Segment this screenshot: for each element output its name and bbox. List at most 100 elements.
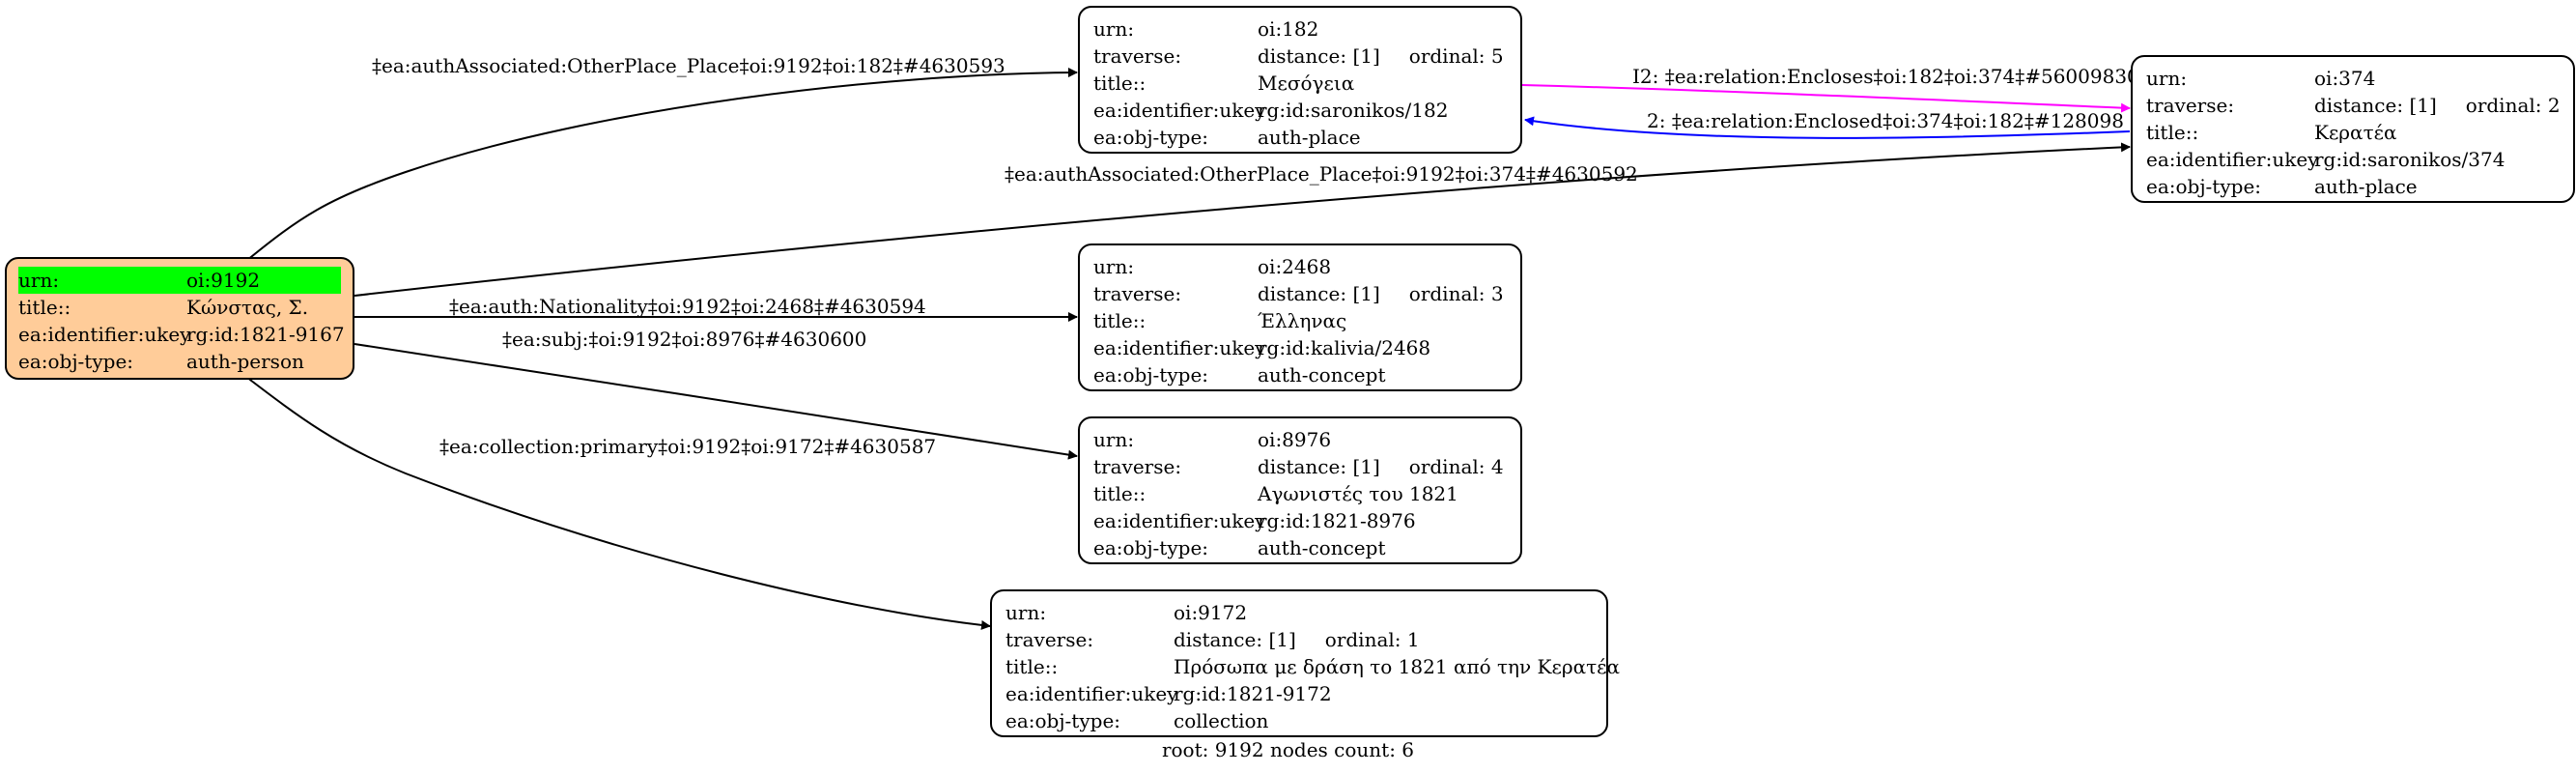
edge-root-8976 bbox=[354, 343, 1078, 460]
node-key: traverse: bbox=[1093, 44, 1182, 68]
node-value: Κώνστας, Σ. bbox=[186, 296, 309, 319]
node-key: ea:obj-type: bbox=[1005, 709, 1121, 732]
node-key: traverse: bbox=[1093, 282, 1182, 305]
edge-root-182 bbox=[245, 68, 1078, 262]
node-row-urn: urn: oi:8976 bbox=[1093, 426, 1507, 453]
node-row-urn: urn: oi:374 bbox=[2146, 65, 2560, 92]
node-key: title:: bbox=[18, 296, 71, 319]
node-row-title: title::Πρόσωπα με δράση το 1821 από την … bbox=[1005, 653, 1620, 680]
node-key: traverse: bbox=[1093, 455, 1182, 478]
node-value: Μεσόγεια bbox=[1258, 72, 1355, 95]
node-row-urn: urn:oi:2468 bbox=[1093, 253, 1507, 280]
node-oi-2468[interactable]: urn:oi:2468 traverse: distance: [1] ordina… bbox=[1078, 243, 1522, 391]
node-value: oi:374 bbox=[2314, 67, 2376, 90]
node-key: ea:obj-type: bbox=[1093, 363, 1209, 386]
node-row-urn: urn:oi:182 bbox=[1093, 15, 1507, 43]
node-value: rg:id:1821-8976 bbox=[1258, 509, 1416, 532]
node-oi-182[interactable]: urn:oi:182 traverse: distance: [1] ordinal… bbox=[1078, 6, 1522, 154]
node-key: ea:obj-type: bbox=[1093, 536, 1209, 559]
node-value: Έλληνας bbox=[1258, 309, 1347, 332]
node-key: title:: bbox=[2146, 121, 2199, 144]
edge-label-root-2468: ‡ea:auth:Nationality‡oi:9192‡oi:2468‡#46… bbox=[449, 295, 926, 318]
node-value: auth-person bbox=[186, 350, 304, 373]
node-value: rg:id:1821-9167 bbox=[186, 323, 345, 346]
node-key: ea:obj-type: bbox=[2146, 175, 2262, 198]
node-row-title: title::Κερατέα bbox=[2146, 119, 2560, 146]
node-row-objtype: ea:obj-type:collection bbox=[1005, 707, 1593, 734]
node-ordinal: ordinal: 1 bbox=[1324, 628, 1420, 651]
node-value: oi:9192 bbox=[186, 269, 261, 292]
node-row-urn: urn: oi:9172 bbox=[1005, 599, 1593, 626]
edge-label-root-8976: ‡ea:subj:‡oi:9192‡oi:8976‡#4630600 bbox=[502, 328, 866, 351]
node-key: urn: bbox=[18, 269, 60, 292]
edge-label-root-182: ‡ea:authAssociated:OtherPlace_Place‡oi:9… bbox=[372, 54, 1005, 77]
node-key: urn: bbox=[2146, 67, 2188, 90]
node-row-objtype: ea:obj-type: auth-concept bbox=[1093, 534, 1507, 561]
edge-label-root-9172: ‡ea:collection:primary‡oi:9192‡oi:9172‡#… bbox=[439, 435, 936, 458]
node-oi-374[interactable]: urn: oi:374 traverse:distance: [1]ordinal… bbox=[2131, 55, 2575, 203]
node-value: Πρόσωπα με δράση το 1821 από την Κερατέα bbox=[1174, 655, 1621, 678]
node-value: oi:8976 bbox=[1258, 428, 1332, 451]
node-key: ea:identifier:ukey bbox=[1093, 99, 1266, 122]
node-key: traverse: bbox=[1005, 628, 1094, 651]
node-row-objtype: ea:obj-type: auth-place bbox=[2146, 173, 2560, 200]
node-value: auth-concept bbox=[1258, 536, 1386, 559]
edge-label-182-374: I2: ‡ea:relation:Encloses‡oi:182‡oi:374‡… bbox=[1632, 65, 2139, 88]
node-key: title:: bbox=[1093, 309, 1146, 332]
node-value: distance: [1] bbox=[2314, 94, 2437, 117]
node-key: urn: bbox=[1093, 255, 1135, 278]
node-key: title:: bbox=[1093, 482, 1146, 505]
node-row-traverse: traverse:distance: [1]ordinal: 2 bbox=[2146, 92, 2561, 119]
node-row-title: title:: Κώνστας, Σ. bbox=[18, 294, 341, 321]
node-key: title:: bbox=[1093, 72, 1146, 95]
node-value: auth-concept bbox=[1258, 363, 1386, 386]
node-value: distance: [1] bbox=[1258, 44, 1380, 68]
node-key: title:: bbox=[1005, 655, 1059, 678]
node-row-objtype: ea:obj-type: auth-concept bbox=[1093, 361, 1507, 388]
node-row-ukey: ea:identifier:ukey rg:id:1821-9167 bbox=[18, 321, 345, 348]
node-row-traverse: traverse: distance: [1] ordinal: 3 bbox=[1093, 280, 1507, 307]
root-node[interactable]: urn: oi:9192 title:: Κώνστας, Σ. ea:iden… bbox=[5, 257, 354, 380]
node-row-traverse: traverse: distance: [1] ordinal: 5 bbox=[1093, 43, 1507, 70]
node-key: ea:identifier:ukey bbox=[1093, 336, 1266, 359]
node-value: auth-place bbox=[2314, 175, 2418, 198]
node-value: oi:9172 bbox=[1174, 601, 1248, 624]
node-key: ea:obj-type: bbox=[18, 350, 134, 373]
node-oi-8976[interactable]: urn: oi:8976 traverse: distance: [1] ordina… bbox=[1078, 416, 1522, 564]
node-value: distance: [1] bbox=[1174, 628, 1296, 651]
node-key: ea:identifier:ukey bbox=[2146, 148, 2319, 171]
node-row-title: title::Αγωνιστές του 1821 bbox=[1093, 480, 1507, 507]
edge-374-182 bbox=[1524, 116, 2131, 139]
edge-root-374 bbox=[354, 142, 2131, 297]
node-key: ea:identifier:ukey bbox=[18, 323, 191, 346]
node-oi-9172[interactable]: urn: oi:9172 traverse: distance: [1] ordina… bbox=[990, 589, 1620, 737]
node-row-title: title::Έλληνας bbox=[1093, 307, 1507, 334]
node-row-objtype: ea:obj-type: auth-person bbox=[18, 348, 341, 375]
node-key: ea:identifier:ukey bbox=[1093, 509, 1266, 532]
node-value: Αγωνιστές του 1821 bbox=[1258, 482, 1458, 505]
node-row-title: title::Μεσόγεια bbox=[1093, 70, 1507, 97]
graph-footer: root: 9192 nodes count: 6 bbox=[1161, 738, 1415, 761]
node-value: distance: [1] bbox=[1258, 455, 1380, 478]
node-key: urn: bbox=[1005, 601, 1047, 624]
node-value: rg:id:kalivia/2468 bbox=[1258, 336, 1431, 359]
node-row-objtype: ea:obj-type:auth-place bbox=[1093, 124, 1507, 151]
node-key: urn: bbox=[1093, 428, 1135, 451]
edge-182-374 bbox=[1521, 84, 2131, 113]
node-value: Κερατέα bbox=[2314, 121, 2397, 144]
node-row-urn: urn: oi:9192 bbox=[18, 267, 341, 294]
node-ordinal: ordinal: 5 bbox=[1408, 44, 1504, 68]
node-ordinal: ordinal: 4 bbox=[1408, 455, 1504, 478]
node-row-traverse: traverse: distance: [1] ordinal: 1 bbox=[1005, 626, 1593, 653]
node-value: distance: [1] bbox=[1258, 282, 1380, 305]
node-value: auth-place bbox=[1258, 126, 1361, 149]
node-ordinal: ordinal: 3 bbox=[1408, 282, 1504, 305]
edge-label-374-182: 2: ‡ea:relation:Enclosed‡oi:374‡oi:182‡#… bbox=[1647, 109, 2124, 132]
node-value: rg:id:saronikos/374 bbox=[2314, 148, 2505, 171]
